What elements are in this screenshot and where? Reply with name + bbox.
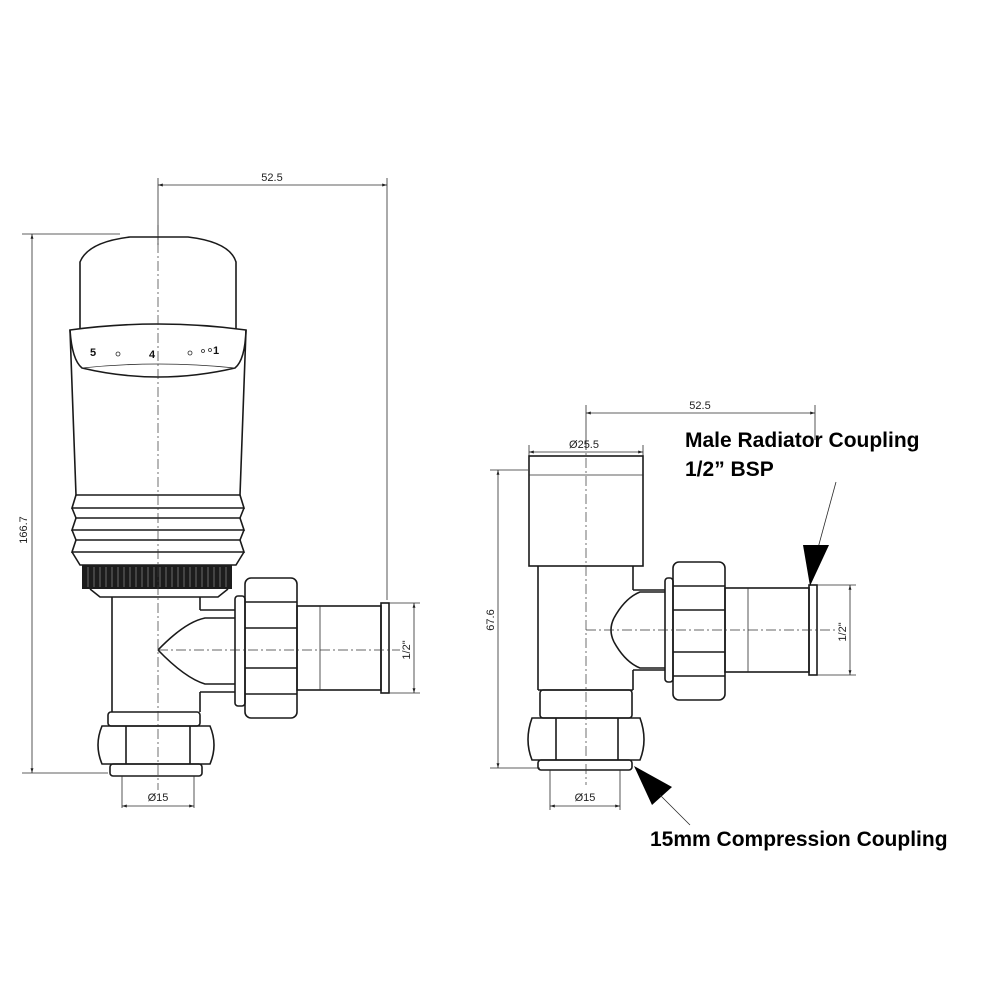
dial-collar <box>69 323 247 378</box>
width-dim-label-right: 52.5 <box>689 400 710 412</box>
callout-arrow-male <box>803 545 829 586</box>
callout-male-coupling-line1: Male Radiator Coupling <box>685 429 920 452</box>
knurled-ring <box>82 565 232 589</box>
union-nut-left <box>234 577 298 719</box>
dial-mark-4: 4 <box>149 349 156 361</box>
manual-valve-drawing: 52.5 Ø25.5 67.6 <box>485 400 856 810</box>
width-dim-label-left: 52.5 <box>261 172 282 184</box>
manual-valve-body <box>537 566 634 691</box>
callout-male-coupling-line2: 1/2” BSP <box>685 458 774 481</box>
dial-mark-1: 1 <box>213 345 219 357</box>
pipe-dim-label-left: Ø15 <box>148 792 169 804</box>
thermostatic-head-cap <box>79 236 237 331</box>
dial-mark-5: 5 <box>90 347 96 359</box>
thermostatic-valve-drawing: 52.5 166.7 5 4 1 <box>18 172 420 808</box>
width-dimension-left: 52.5 <box>157 172 388 600</box>
height-dimension-right: 67.6 <box>485 469 540 769</box>
callout-arrow-compression <box>634 766 672 805</box>
thread-dim-label-left: 1/2" <box>401 640 413 659</box>
callout-male-coupling: Male Radiator Coupling 1/2” BSP <box>685 429 920 586</box>
pipe-dimension-left: Ø15 <box>121 776 195 808</box>
pipe-dimension-right: Ø15 <box>549 770 621 810</box>
pipe-dim-label-right: Ø15 <box>575 792 596 804</box>
compression-nut-right <box>527 689 645 771</box>
male-tail-left <box>296 602 390 694</box>
thread-dim-label-right: 1/2" <box>837 622 849 641</box>
callout-compression-coupling: 15mm Compression Coupling <box>634 766 948 851</box>
union-nut-right <box>664 561 726 701</box>
height-dim-label-left: 166.7 <box>18 516 30 544</box>
height-dimension-left: 166.7 <box>18 233 120 774</box>
height-dim-label-right: 67.6 <box>485 609 497 630</box>
width-dimension-right: 52.5 <box>585 400 816 450</box>
thread-dimension-right: 1/2" <box>817 584 856 676</box>
thread-dimension-left: 1/2" <box>389 602 420 694</box>
valve-stem <box>111 597 201 712</box>
diameter-dim-label-right: Ø25.5 <box>569 439 599 451</box>
callout-compression-text: 15mm Compression Coupling <box>650 828 948 851</box>
compression-nut-left <box>97 711 215 777</box>
